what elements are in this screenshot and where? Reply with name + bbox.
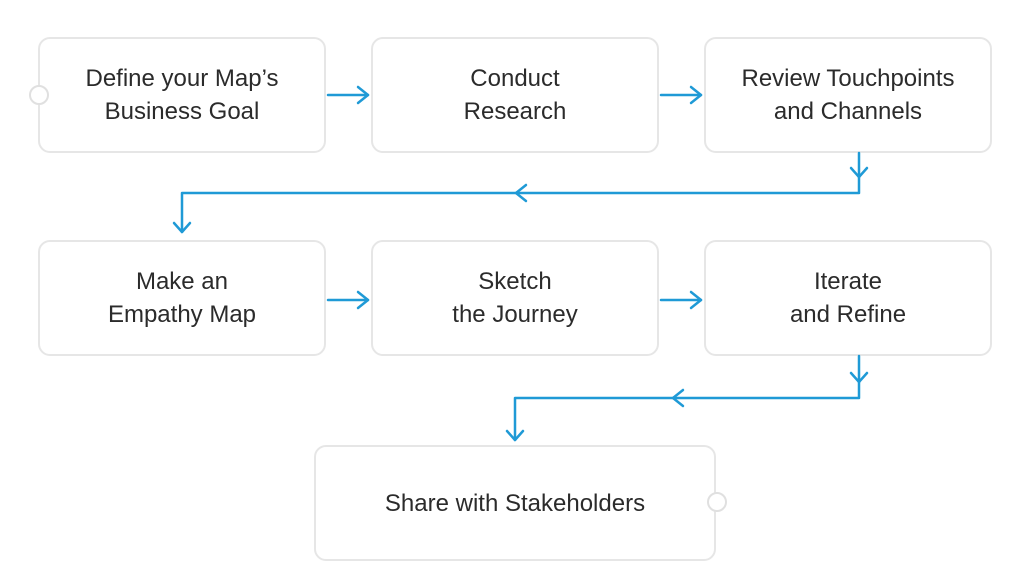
step-label: Iterate and Refine xyxy=(789,268,907,328)
step-label: Review Touchpoints and Channels xyxy=(741,65,955,125)
arrow-b1-to-b2 xyxy=(326,85,370,105)
step-label: Sketch the Journey xyxy=(452,268,578,328)
connector-b3-to-b4 xyxy=(172,151,869,234)
step-make-empathy-map: Make an Empathy Map xyxy=(38,240,326,356)
step-sketch-journey: Sketch the Journey xyxy=(371,240,659,356)
step-label: Conduct Research xyxy=(463,65,567,125)
step-conduct-research: Conduct Research xyxy=(371,37,659,153)
step-review-touchpoints: Review Touchpoints and Channels xyxy=(704,37,992,153)
arrow-b2-to-b3 xyxy=(659,85,703,105)
step-share-stakeholders: Share with Stakeholders xyxy=(314,445,716,561)
arrow-b4-to-b5 xyxy=(326,290,370,310)
connector-b6-to-b7 xyxy=(505,354,869,442)
step-label: Share with Stakeholders xyxy=(384,489,646,517)
arrow-b5-to-b6 xyxy=(659,290,703,310)
step-define-business-goal: Define your Map’s Business Goal xyxy=(38,37,326,153)
step-label: Define your Map’s Business Goal xyxy=(85,65,279,125)
end-node-circle xyxy=(707,492,727,512)
start-node-circle xyxy=(29,85,49,105)
step-label: Make an Empathy Map xyxy=(107,268,257,328)
step-iterate-refine: Iterate and Refine xyxy=(704,240,992,356)
